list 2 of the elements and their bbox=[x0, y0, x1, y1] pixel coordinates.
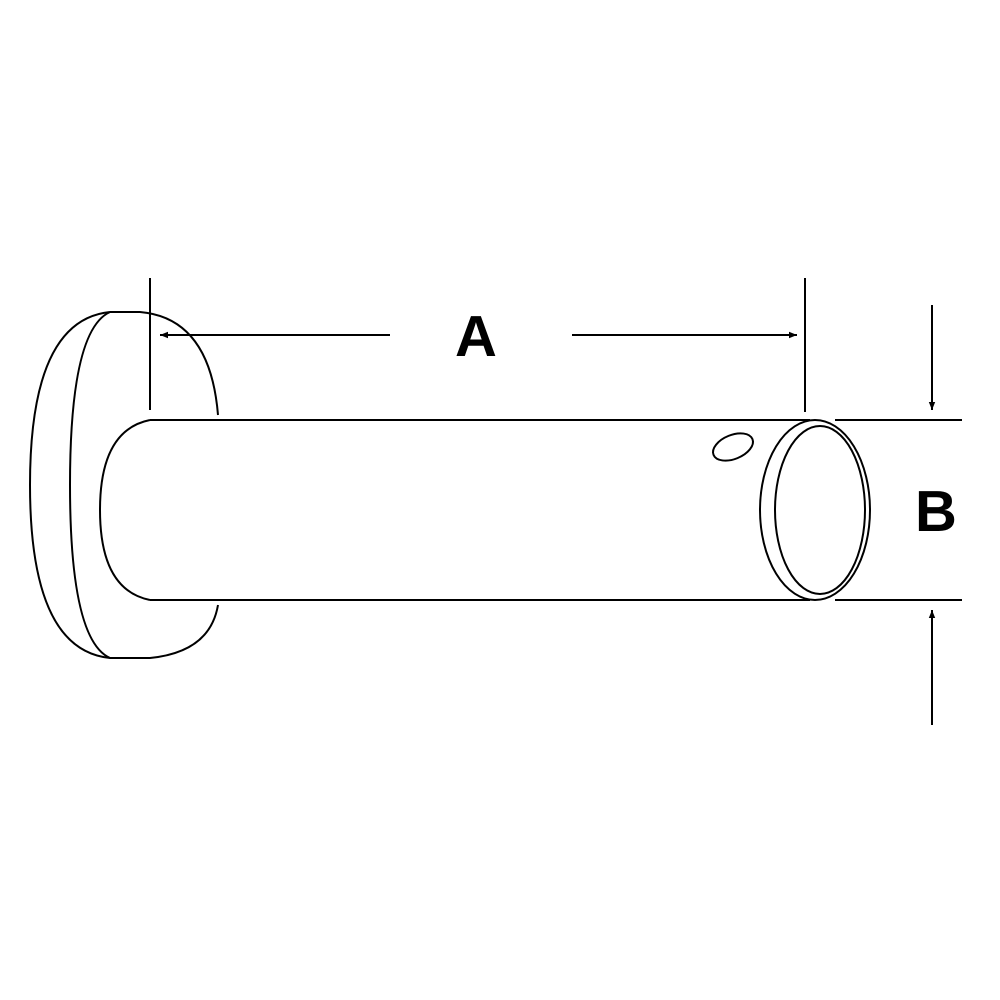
dimension-label: A bbox=[455, 308, 497, 366]
dimension-label: B bbox=[915, 483, 957, 541]
